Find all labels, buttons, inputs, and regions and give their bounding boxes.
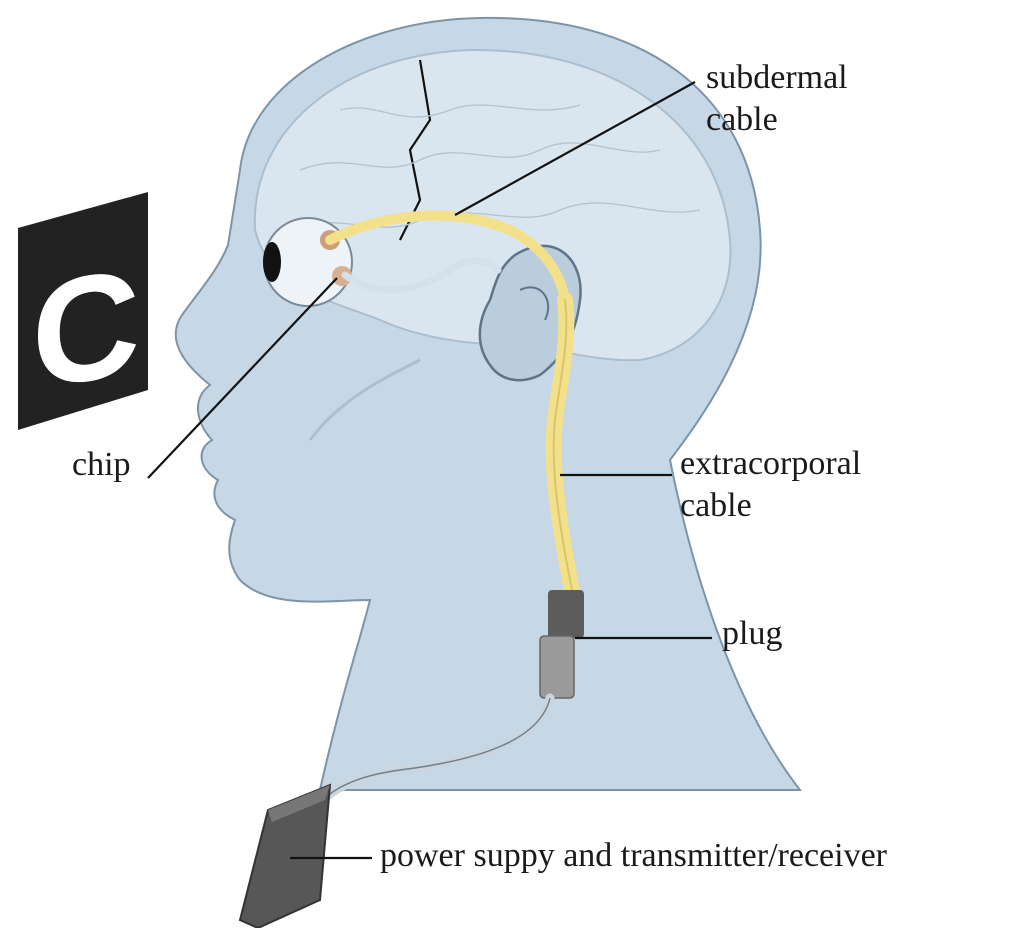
letter-sign: C — [18, 192, 148, 430]
power-supply-box — [240, 785, 330, 928]
label-extracorporal-line2: cable — [680, 487, 752, 524]
label-extracorporal-line1: extracorporal — [680, 445, 861, 482]
label-subdermal-line2: cable — [706, 101, 778, 138]
label-chip: chip — [72, 446, 131, 483]
label-plug: plug — [722, 615, 782, 652]
label-subdermal-line1: subdermal — [706, 59, 848, 96]
label-power: power suppy and transmitter/receiver — [380, 837, 888, 874]
sign-letter: C — [32, 236, 140, 421]
